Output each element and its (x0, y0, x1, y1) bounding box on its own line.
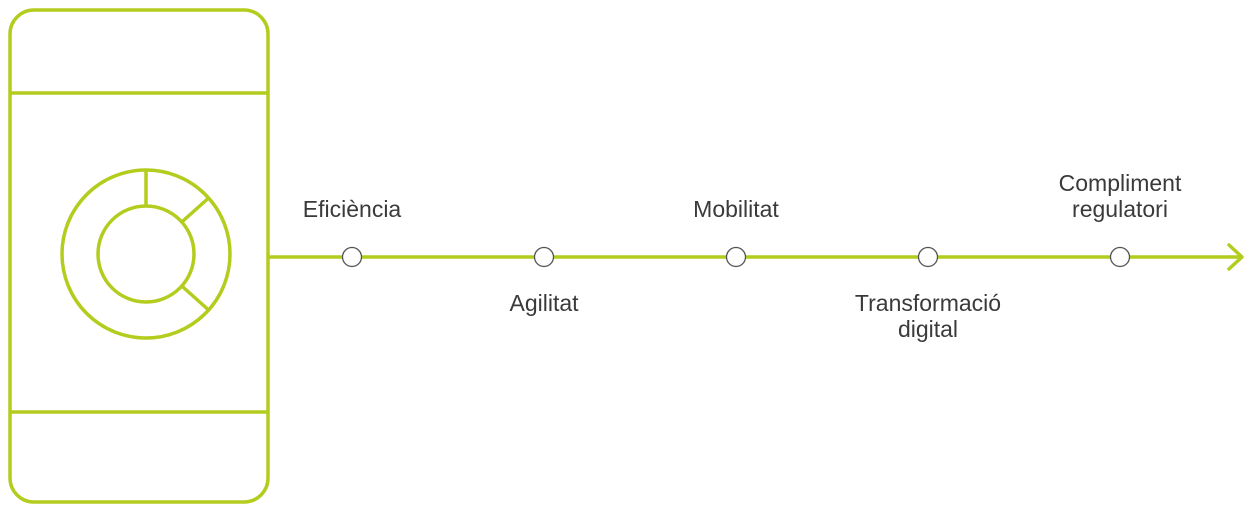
donut-segment-divider (180, 284, 210, 312)
timeline-node (341, 246, 363, 268)
stage-label-line: Mobilitat (693, 196, 779, 222)
stage-label: Agilitat (509, 290, 578, 316)
donut-inner-ring (96, 204, 196, 304)
arrow-right-icon (1227, 243, 1244, 271)
donut-gauge-icon (60, 168, 232, 340)
timeline-nodes (341, 246, 1131, 268)
timeline-axis (268, 243, 1244, 271)
stage-label: Eficiència (303, 196, 401, 222)
stage-label-line: Eficiència (302, 196, 402, 222)
timeline-node (1109, 246, 1131, 268)
stage-label-line: Compliment (1058, 170, 1182, 196)
stage-label-line: digital (897, 316, 959, 342)
timeline-node (533, 246, 555, 268)
stage-label-line: Transformació (854, 290, 1002, 316)
stage-label: Mobilitat (693, 196, 779, 222)
stage-label-line: regulatori (1072, 196, 1168, 222)
timeline-node (917, 246, 939, 268)
timeline-node (725, 246, 747, 268)
donut-segment-divider (180, 196, 210, 224)
stage-label-line: Agilitat (509, 290, 579, 316)
